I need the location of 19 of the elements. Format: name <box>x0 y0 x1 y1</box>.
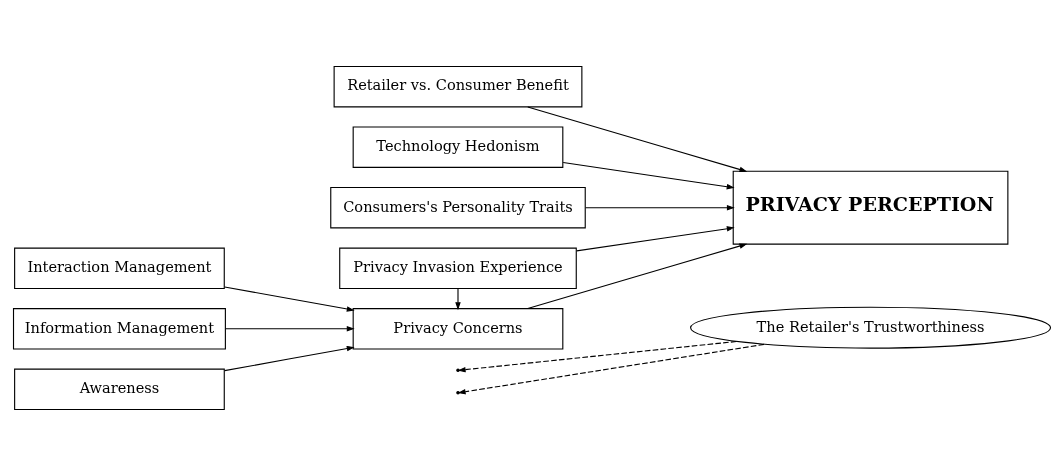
node-ellipse: The Retailer's Trustworthiness <box>690 306 1052 349</box>
node-box: Technology Hedonism <box>352 125 564 168</box>
arrow <box>224 345 355 371</box>
arrow <box>527 242 748 309</box>
node-box: Privacy Invasion Experience <box>339 247 577 289</box>
node-box: Privacy Concerns <box>352 307 564 350</box>
arrow <box>455 287 461 310</box>
arrow <box>562 161 735 189</box>
node-box: Interaction Management <box>14 247 225 289</box>
arrow <box>527 105 748 172</box>
node-box: Retailer vs. Consumer Benefit <box>333 65 583 107</box>
node-box: Consumers's Personality Traits <box>330 186 586 228</box>
node-box: PRIVACY PERCEPTION <box>732 170 1009 245</box>
node-box: Information Management <box>12 307 226 350</box>
arrow <box>225 325 355 332</box>
arrow <box>576 225 735 251</box>
arrow <box>224 285 355 312</box>
node-box: Awareness <box>14 368 225 410</box>
arrow <box>585 204 735 210</box>
